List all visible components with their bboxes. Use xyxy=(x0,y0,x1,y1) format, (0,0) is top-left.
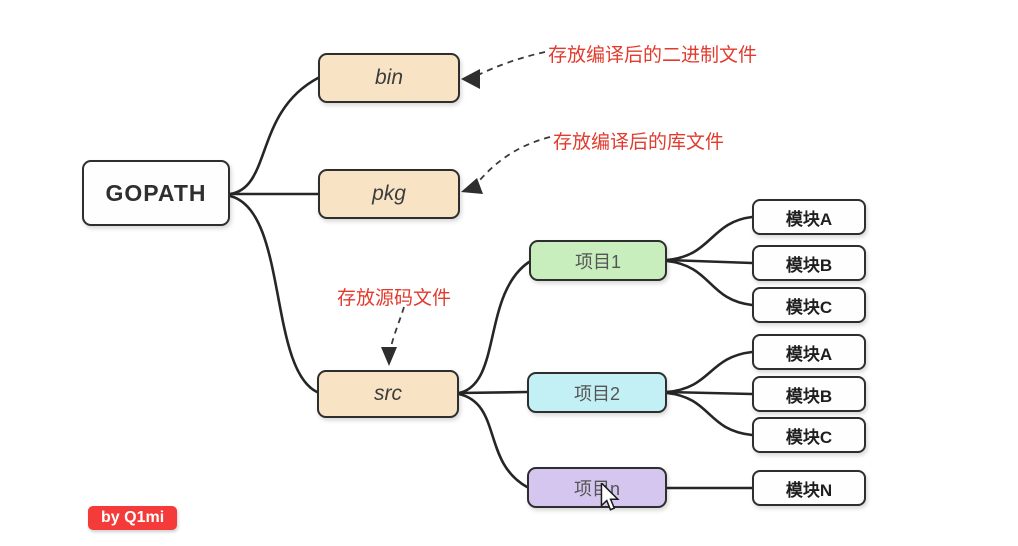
arrowhead-src xyxy=(381,347,397,366)
edge-src-p1 xyxy=(457,260,531,395)
node-p2-module-c[interactable]: 模块C xyxy=(752,417,866,453)
node-src-label: src xyxy=(374,382,402,405)
dashed-arrow-src xyxy=(390,306,405,348)
edge-p2-m2c xyxy=(665,391,754,437)
dashed-arrow-bin xyxy=(477,51,546,76)
edge-p2-m2a xyxy=(665,350,754,394)
edge-p1-m1c xyxy=(665,259,754,307)
mouse-cursor-icon xyxy=(600,483,620,511)
edge-src-p2 xyxy=(457,390,529,395)
node-p2-module-b-label: 模块B xyxy=(785,386,833,406)
node-pkg[interactable]: pkg xyxy=(318,169,460,219)
author-badge: by Q1mi xyxy=(88,506,178,530)
node-project-n[interactable]: 项目n xyxy=(527,467,667,508)
node-p1-module-b[interactable]: 模块B xyxy=(752,245,866,281)
edge-src-pn xyxy=(457,392,529,489)
annotation-bin: 存放编译后的二进制文件 xyxy=(548,45,758,66)
node-p2-module-a[interactable]: 模块A xyxy=(752,334,866,370)
node-bin[interactable]: bin xyxy=(318,53,460,103)
arrowhead-pkg xyxy=(461,178,483,194)
node-pn-module-n-label: 模块N xyxy=(785,480,833,500)
node-p1-module-c-label: 模块C xyxy=(785,297,833,317)
node-gopath-label: GOPATH xyxy=(105,179,207,206)
node-p1-module-a-label: 模块A xyxy=(785,209,833,229)
node-gopath[interactable]: GOPATH xyxy=(82,160,230,226)
edge-p1-m1a xyxy=(665,215,754,262)
dashed-arrow-pkg xyxy=(478,136,551,182)
node-project-1[interactable]: 项目1 xyxy=(529,240,667,281)
node-project-2[interactable]: 项目2 xyxy=(527,372,667,413)
edge-p1-m1b xyxy=(665,258,754,265)
edge-p2-m2b xyxy=(665,390,754,396)
node-p1-module-a[interactable]: 模块A xyxy=(752,199,866,235)
node-bin-label: bin xyxy=(374,66,404,89)
node-p2-module-c-label: 模块C xyxy=(785,427,833,447)
node-pkg-label: pkg xyxy=(372,182,406,205)
node-p1-module-b-label: 模块B xyxy=(785,255,833,275)
edge-gopath-bin xyxy=(228,76,320,196)
node-p1-module-c[interactable]: 模块C xyxy=(752,287,866,323)
node-p2-module-b[interactable]: 模块B xyxy=(752,376,866,412)
node-pn-module-n[interactable]: 模块N xyxy=(752,470,866,506)
annotation-pkg: 存放编译后的库文件 xyxy=(553,132,725,153)
node-p2-module-a-label: 模块A xyxy=(785,344,833,364)
edge-gopath-src xyxy=(228,194,319,394)
arrowhead-bin xyxy=(461,69,480,89)
node-project-1-label: 项目1 xyxy=(574,251,621,272)
node-src[interactable]: src xyxy=(317,370,459,418)
annotation-src: 存放源码文件 xyxy=(337,288,452,309)
node-project-2-label: 项目2 xyxy=(573,383,620,404)
